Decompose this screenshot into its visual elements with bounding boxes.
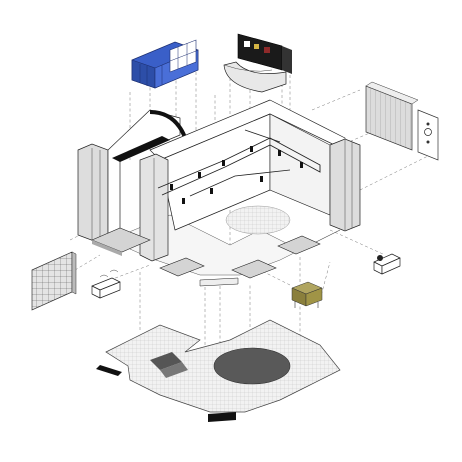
walls-and-ceiling-rails-icon	[77, 99, 361, 287]
bench-with-chairs-icon	[91, 269, 121, 299]
hatched-floor-plan-icon	[96, 319, 341, 422]
blue-storage-cabinet-icon	[131, 39, 199, 89]
olive-cabinet-icon	[291, 281, 323, 308]
wall-radiator-icon	[365, 81, 439, 161]
grid-shelf-icon	[31, 251, 77, 311]
side-table-lamp-icon	[373, 253, 401, 275]
dark-screen-desk-icon	[223, 33, 292, 93]
